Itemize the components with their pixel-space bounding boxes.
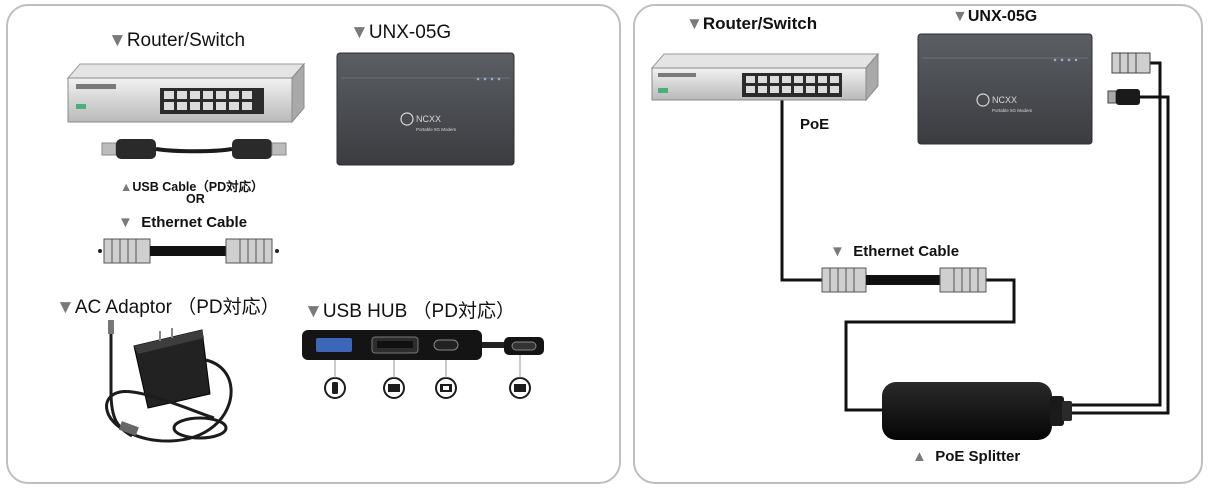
or-label: OR: [186, 192, 205, 206]
usb-cable-label: ▲USB Cable（PD対応）: [120, 180, 264, 194]
left-unx-brand: NCXX: [416, 114, 441, 124]
left-unx-subtitle: Portable 5G Modem: [416, 127, 457, 132]
right-router-icon: [650, 52, 880, 102]
left-unx-label: ▼UNX-05G: [350, 22, 452, 43]
right-unx-label: ▼UNX-05G: [952, 8, 1038, 25]
usb-hub-label: ▼USB HUB （PD対応）: [304, 301, 515, 322]
right-unx-device-icon: NCXX Portable 5G Modem: [917, 33, 1093, 145]
right-unx-brand: NCXX: [992, 95, 1017, 105]
left-ethernet-cable-icon: [98, 238, 279, 264]
usb-cable-icon: [101, 139, 287, 159]
left-router-icon: [66, 62, 306, 124]
ac-adaptor-label: ▼AC Adaptor （PD対応）: [56, 297, 280, 318]
poe-splitter-label: ▲ PoE Splitter: [912, 448, 1021, 465]
left-ethernet-label: ▼ Ethernet Cable: [118, 214, 248, 231]
poe-splitter-icon: [882, 382, 1072, 440]
left-router-label: ▼Router/Switch: [108, 30, 246, 51]
right-ethernet-cable-icon: [821, 267, 987, 293]
right-cable-paths: [780, 61, 1170, 415]
poe-label: PoE: [800, 116, 830, 133]
ac-adaptor-icon: [105, 320, 233, 443]
right-ethernet-label: ▼ Ethernet Cable: [830, 243, 960, 260]
left-unx-device-icon: NCXX Portable 5G Modem: [336, 52, 515, 166]
right-device-connectors: [1107, 52, 1151, 105]
usb-hub-icon: [302, 330, 544, 399]
right-unx-subtitle: Portable 5G Modem: [992, 108, 1033, 113]
right-router-label: ▼Router/Switch: [686, 14, 818, 33]
